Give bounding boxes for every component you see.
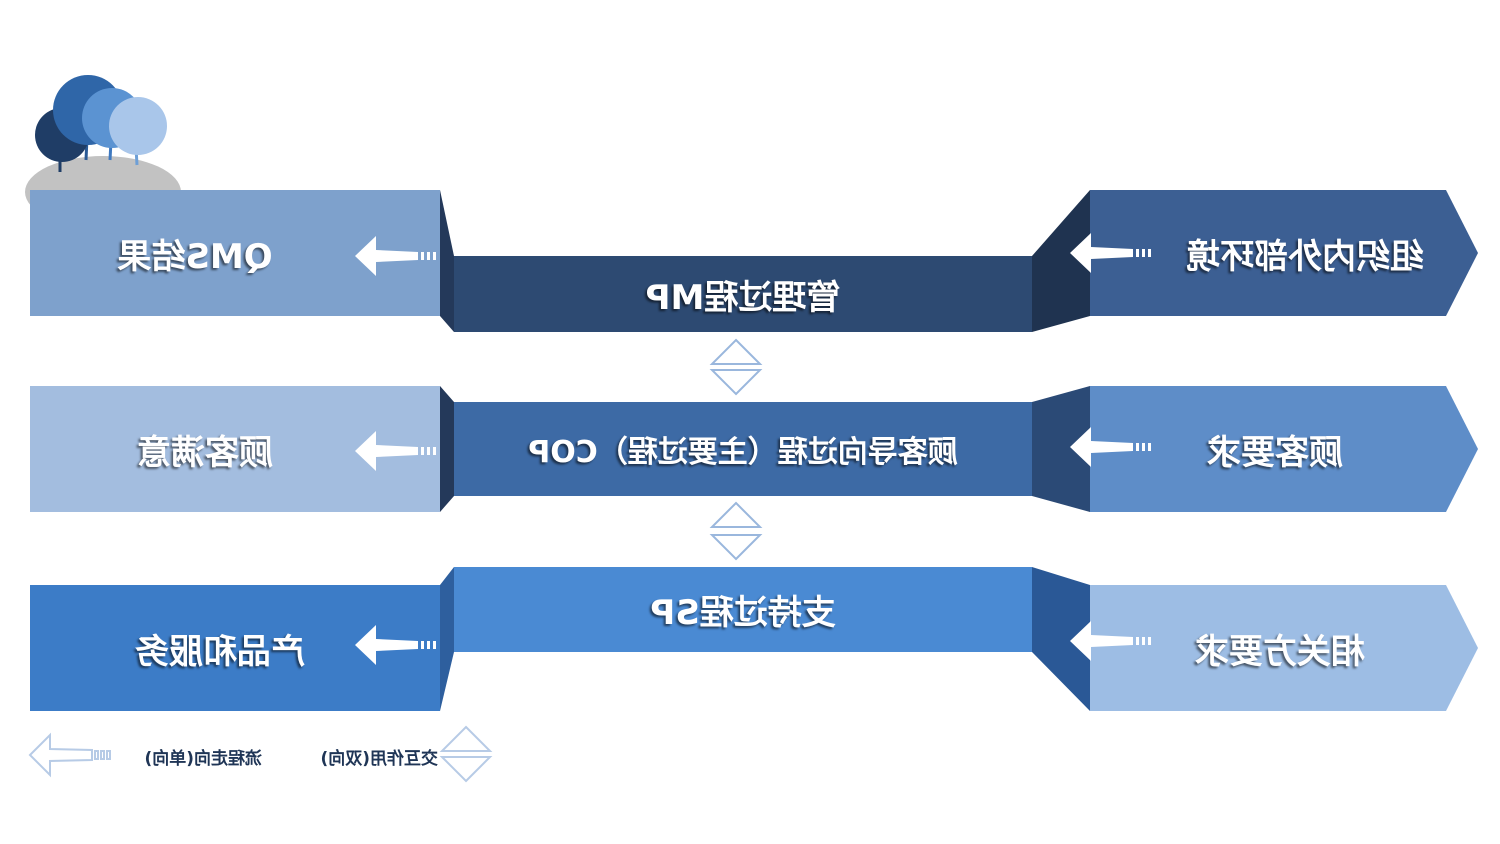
center-process-box-3: [454, 567, 1032, 652]
right-input-box-1: [1090, 190, 1478, 316]
center-process-label-2: 顾客导向过程（主要过程）COP: [528, 435, 958, 470]
flow-arrow-right-3: [1070, 621, 1151, 661]
row-3-shapes: [30, 567, 1478, 711]
right-input-box-3: [1090, 585, 1478, 711]
center-fold-left-3: [440, 567, 454, 711]
interaction-arrows: [709, 338, 763, 561]
flow-arrow-left-2: [355, 431, 436, 471]
flow-arrows: [355, 233, 1151, 665]
flow-arrow-left-1: [355, 236, 436, 276]
center-fold-left-1: [440, 190, 454, 332]
legend-flow-label: 流程走向(单向): [144, 748, 262, 769]
right-input-box-2: [1090, 386, 1478, 512]
flow-arrow-right-1: [1070, 233, 1151, 273]
center-fold-right-2: [1032, 386, 1090, 512]
right-input-label-3: 相关方要求: [1195, 631, 1365, 672]
center-process-label-3: 支持过程SP: [650, 593, 836, 633]
legend-interaction-label: 交互作用(双向): [320, 748, 438, 769]
left-output-label-2: 顾客满意: [137, 432, 273, 473]
interaction-arrow-2: [709, 501, 763, 561]
right-input-label-1: 组织内外部环境: [1186, 236, 1424, 277]
left-output-label-3: 产品和服务: [135, 631, 305, 672]
center-fold-right-3: [1032, 567, 1090, 711]
flow-arrow-right-2: [1070, 427, 1151, 467]
row-2-shapes: [30, 386, 1478, 512]
legend-interaction-arrow-icon: [439, 725, 493, 783]
center-process-label-1: 管理过程MP: [645, 277, 841, 318]
left-output-label-1: QMS结果: [117, 236, 273, 277]
center-process-box-1: [454, 256, 1032, 332]
center-fold-right-1: [1032, 190, 1090, 332]
legend-icons: [28, 725, 493, 783]
center-fold-left-2: [440, 386, 454, 512]
flow-arrow-left-3: [355, 625, 436, 665]
center-process-box-2: [454, 402, 1032, 496]
interaction-arrow-1: [709, 338, 763, 396]
legend-flow-arrow-icon: [28, 732, 111, 778]
row-1-shapes: [30, 190, 1478, 332]
right-input-label-2: 顾客要求: [1207, 432, 1343, 473]
